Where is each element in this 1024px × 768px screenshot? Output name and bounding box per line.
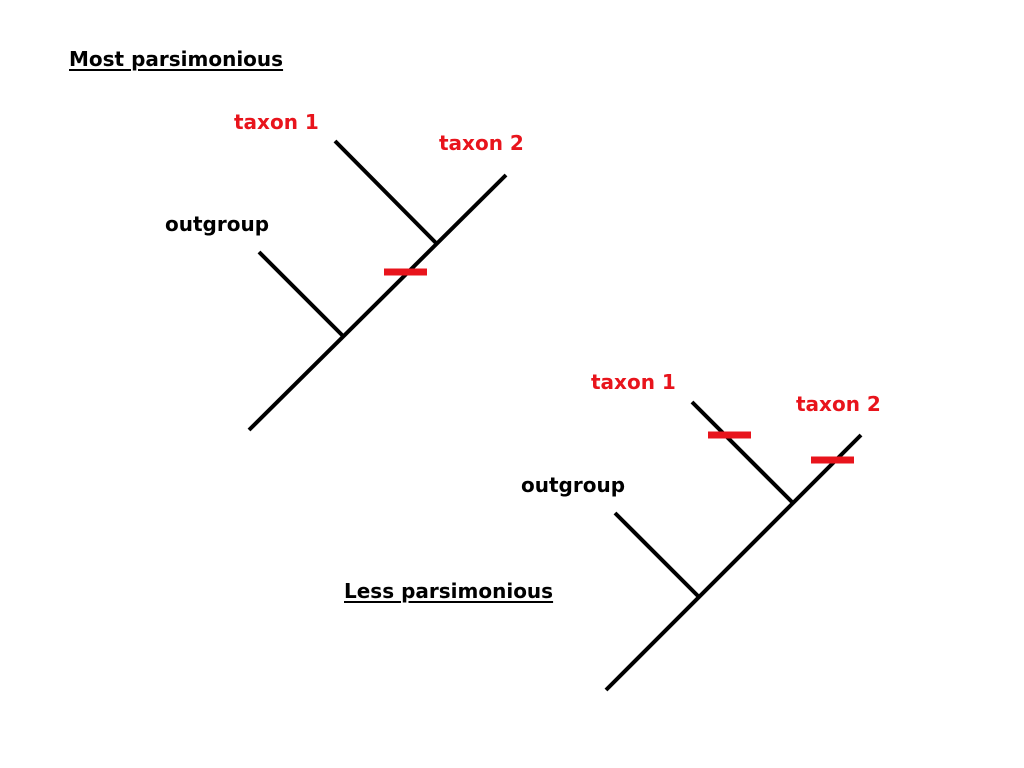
tree2-taxon1-label: taxon 1 <box>591 370 676 394</box>
tree1-taxon1-label: taxon 1 <box>234 110 319 134</box>
tree-most-parsimonious <box>247 139 508 432</box>
tree2-taxon1-branch <box>690 400 795 505</box>
tree2-outgroup-branch <box>613 511 701 599</box>
tree2-taxon2-label: taxon 2 <box>796 392 881 416</box>
tree-less-parsimonious <box>604 400 863 692</box>
tree2-trunk <box>604 433 863 692</box>
tree1-outgroup-label: outgroup <box>165 212 270 236</box>
most-parsimonious-heading: Most parsimonious <box>69 47 284 71</box>
less-parsimonious-heading: Less parsimonious <box>344 579 554 603</box>
tree1-taxon1-branch <box>333 139 438 245</box>
tree1-outgroup-branch <box>257 250 345 338</box>
tree1-trunk <box>247 173 508 432</box>
tree1-taxon2-label: taxon 2 <box>439 131 524 155</box>
tree2-outgroup-label: outgroup <box>521 473 626 497</box>
